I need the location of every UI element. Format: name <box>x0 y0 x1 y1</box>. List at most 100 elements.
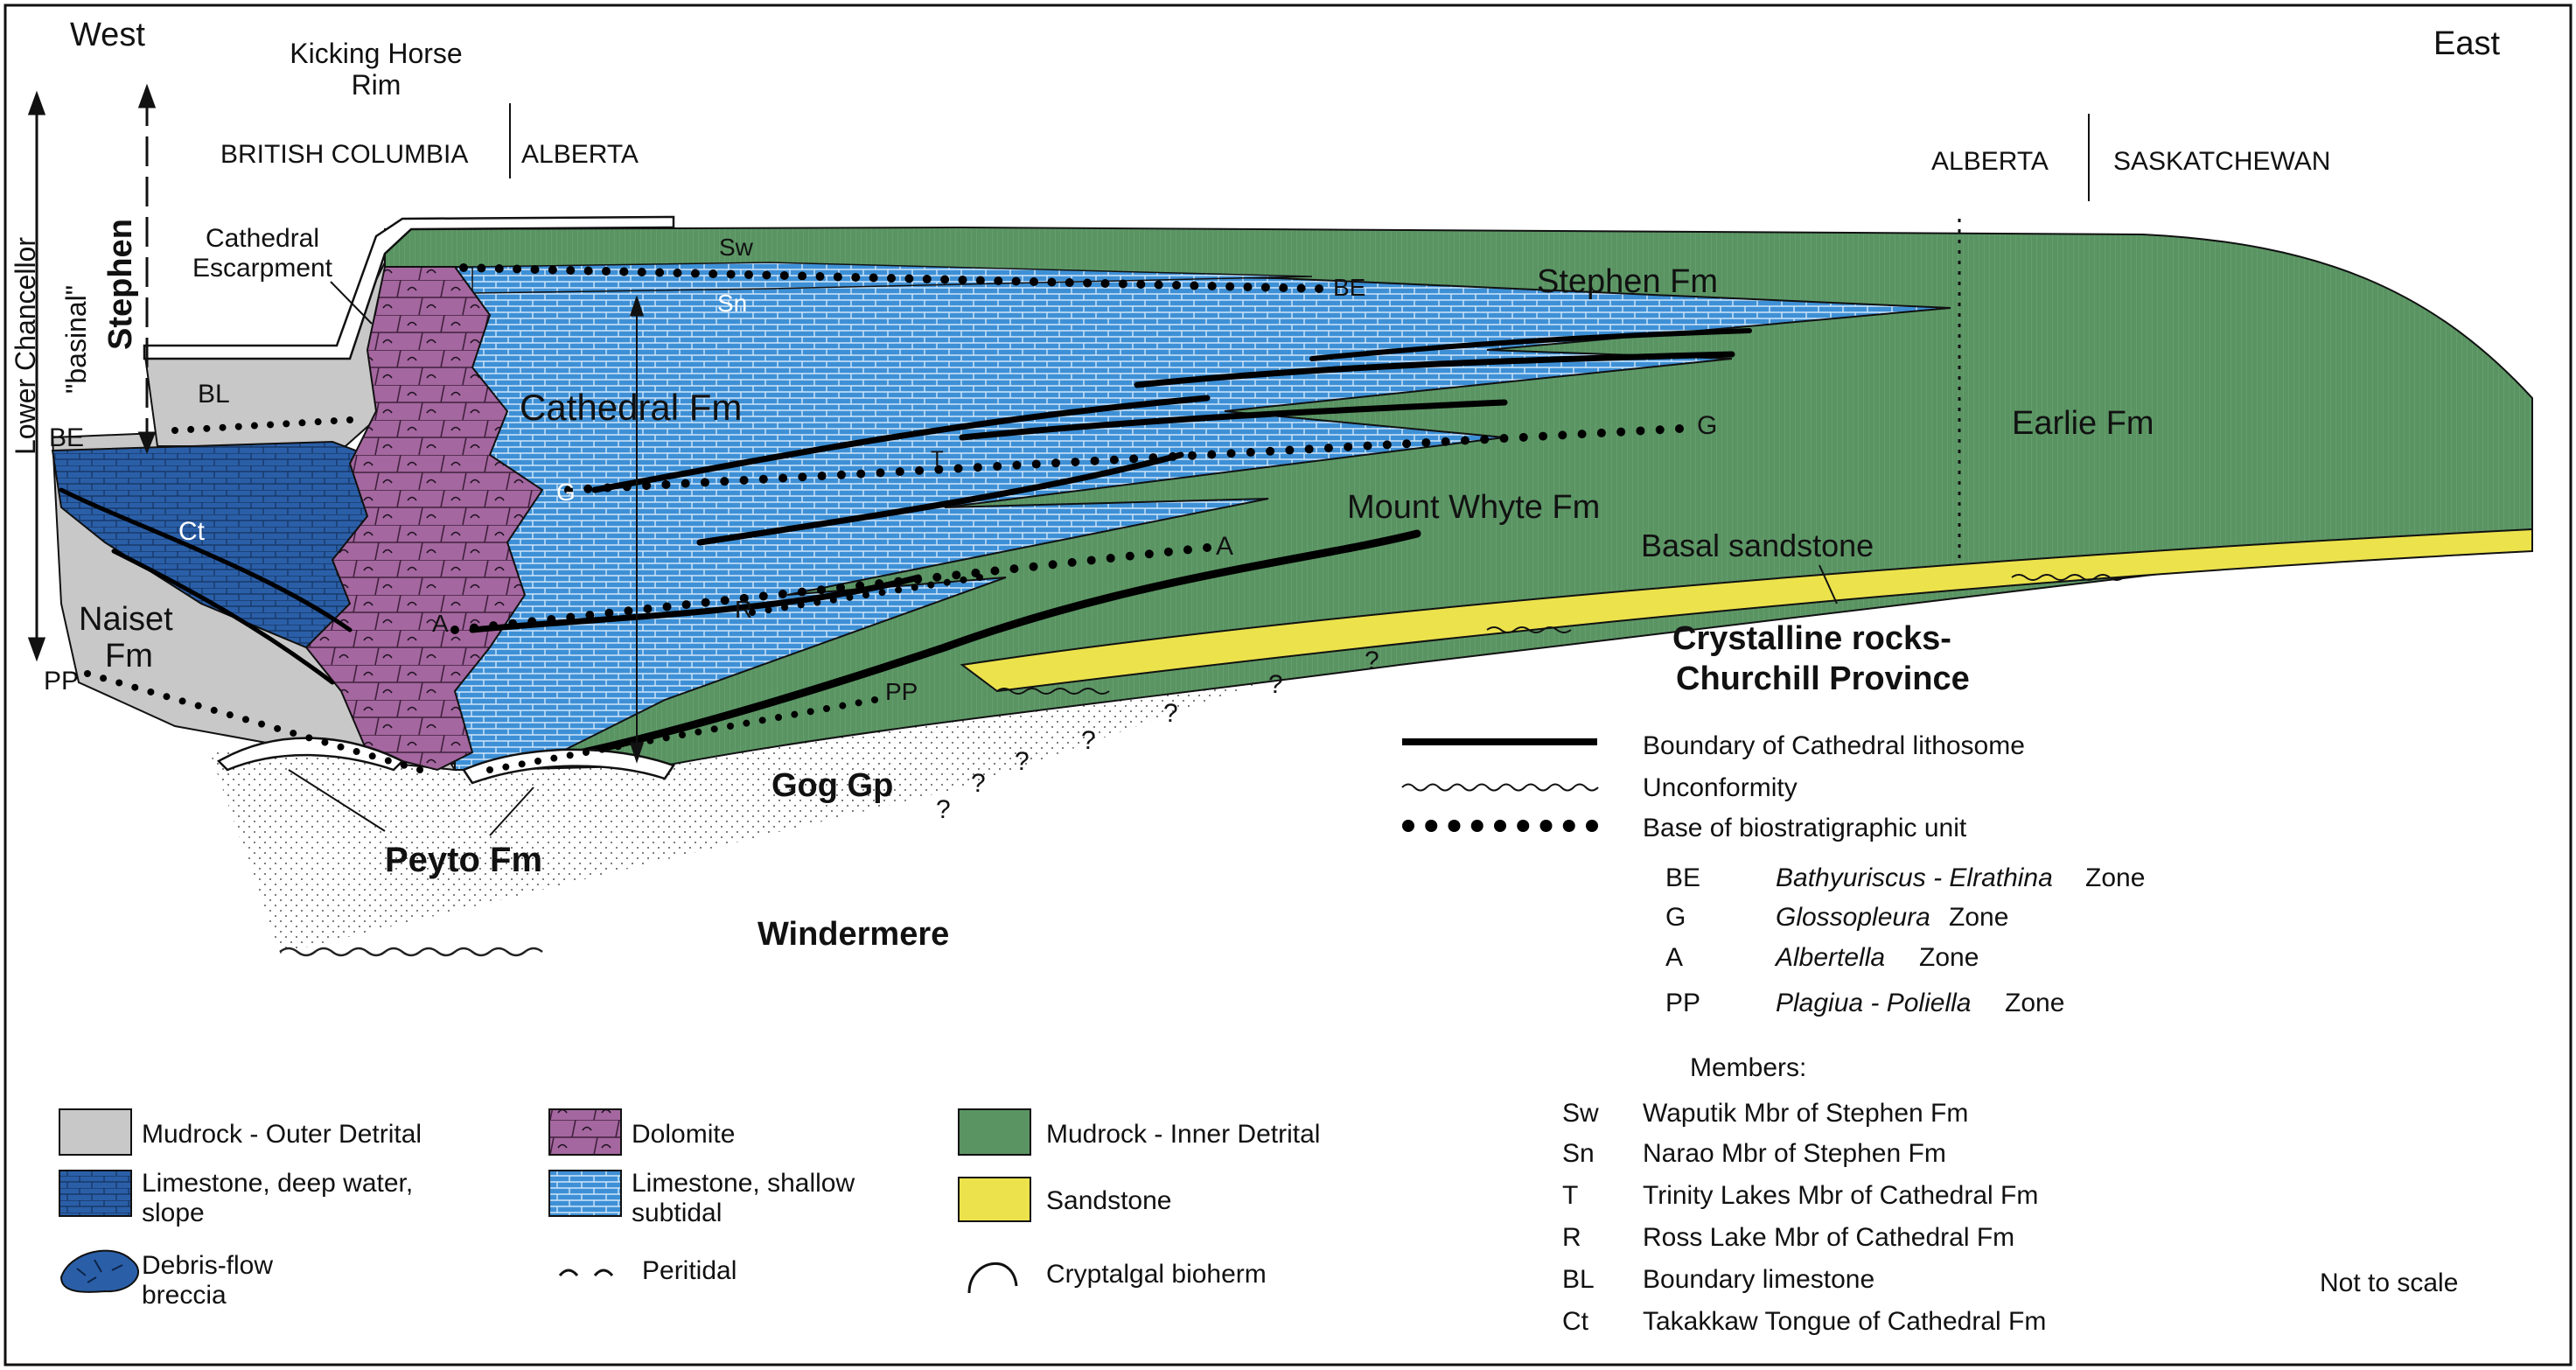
label-mount-whyte-fm: Mount Whyte Fm <box>1347 489 1600 526</box>
biostrat-dot <box>330 417 338 425</box>
biostrat-dot <box>1225 282 1235 291</box>
biostrat-dot <box>1129 454 1139 464</box>
biostrat-dot <box>758 716 766 724</box>
biostrat-dot <box>1596 428 1606 437</box>
biostrat-dot <box>778 473 788 483</box>
biostrat-dot <box>194 702 202 709</box>
biostrat-dot <box>823 705 830 712</box>
biostrat-dot <box>709 269 718 278</box>
legend-dolomite-label: Dolomite <box>632 1120 735 1149</box>
biostrat-dot <box>486 766 493 773</box>
biostrat-dot <box>806 708 814 716</box>
biostrat-dot <box>1285 445 1295 455</box>
biostrat-dot <box>871 696 878 703</box>
swatch-limestone-shallow <box>548 1170 622 1217</box>
biostrat-dot <box>681 600 691 610</box>
biostrat-dot <box>913 575 923 584</box>
biostrat-dot <box>662 734 670 742</box>
label-kicking-horse-1: Kicking Horse <box>290 38 462 69</box>
biostrat-dot <box>739 593 749 603</box>
biostrat-dot <box>836 470 846 479</box>
basal-sandstone-pointer <box>1819 564 1838 605</box>
biostrat-dot <box>384 757 392 765</box>
biostrat-dot <box>727 723 734 730</box>
biostrat-dot <box>681 479 690 488</box>
biostrat-dot <box>1655 425 1665 435</box>
biostrat-dot <box>585 611 595 620</box>
basal-unconformity <box>996 574 2125 695</box>
biostrat-dot <box>1586 820 1598 832</box>
zone-suffix: Zone <box>2005 989 2064 1017</box>
biostrat-dot <box>720 477 730 486</box>
biostrat-dot <box>1558 430 1567 440</box>
biostrat-dot <box>1100 279 1110 288</box>
biostrat-dot <box>758 474 768 484</box>
biostrat-dot <box>1421 437 1431 447</box>
biostrat-dot <box>283 420 290 428</box>
biostrat-dot <box>643 604 653 613</box>
biostrat-dot <box>990 566 1000 576</box>
biostrat-dot <box>534 758 541 765</box>
biostrat-dot <box>762 270 771 280</box>
legend-debris-label-2: breccia <box>142 1281 227 1310</box>
label-saskatchewan: SASKATCHEWAN <box>2113 147 2330 176</box>
member-name: Waputik Mbr of Stephen Fm <box>1643 1099 1968 1128</box>
member-name: Boundary limestone <box>1643 1265 1874 1294</box>
marker-a-left: A <box>432 610 449 637</box>
marker-sn: Sn <box>717 290 747 317</box>
zone-code: BE <box>1665 863 1700 892</box>
biostrat-dot <box>1260 283 1270 292</box>
marker-ct: Ct <box>178 517 206 546</box>
biostrat-dot <box>894 577 904 586</box>
biostrat-dot <box>833 272 842 282</box>
legend-base-unit-label: Base of biostratigraphic unit <box>1643 814 1967 842</box>
label-naiset-2: Fm <box>105 638 153 675</box>
biostrat-dot <box>994 276 1003 285</box>
swatch-sandstone <box>958 1177 1031 1222</box>
biostrat-dot <box>646 737 654 744</box>
label-naiset-1: Naiset <box>79 601 173 638</box>
biostrat-dot <box>1518 432 1528 442</box>
legend-boundary-label: Boundary of Cathedral lithosome <box>1643 731 2025 760</box>
label-cathedral-escarpment-2: Escarpment <box>192 254 333 283</box>
legend-limestone-deep-label-1: Limestone, deep water, <box>142 1169 413 1198</box>
label-gog-gp: Gog Gp <box>771 767 893 804</box>
label-basal-sandstone: Basal sandstone <box>1641 528 1874 563</box>
biostrat-dot <box>1460 436 1470 445</box>
legend-dotted-line <box>1402 820 1598 832</box>
biostrat-dot <box>450 626 459 634</box>
biostrat-dot <box>739 475 749 485</box>
biostrat-dot <box>147 688 155 695</box>
biostrat-dot <box>1009 564 1019 574</box>
basement-unconformity-line <box>279 947 543 957</box>
label-stephen-fm: Stephen Fm <box>1537 263 1718 300</box>
biostrat-dot <box>960 576 967 584</box>
label-peyto-fm: Peyto Fm <box>385 841 542 879</box>
biostrat-dot <box>911 584 918 591</box>
swatch-debris-flow-breccia <box>59 1249 140 1293</box>
biostrat-dot <box>1675 424 1684 433</box>
marker-bl: BL <box>198 380 230 409</box>
swatch-dolomite <box>548 1108 622 1156</box>
biostratigraphic-dotted-lines <box>84 263 1684 773</box>
member-name: Takakkaw Tongue of Cathedral Fm <box>1643 1307 2046 1336</box>
biostrat-dot <box>547 614 556 624</box>
biostrat-dot <box>642 481 652 491</box>
biostrat-dot <box>797 587 806 597</box>
biostrat-dot <box>298 419 306 427</box>
biostrat-dot <box>855 699 862 707</box>
biostrat-dot <box>1030 277 1038 286</box>
biostrat-dot <box>856 469 866 479</box>
biostrat-dot <box>895 467 904 477</box>
legend-bioherm-label: Cryptalgal bioherm <box>1046 1260 1267 1289</box>
biostrat-dot <box>1517 820 1530 832</box>
biostrat-dot <box>346 416 353 423</box>
biostrat-dot <box>943 578 951 586</box>
biostrat-dot <box>690 269 700 278</box>
biostrat-dot <box>494 264 504 273</box>
biostrat-dot <box>508 619 518 628</box>
biostrat-dot <box>1067 557 1077 567</box>
biostrat-dot <box>1154 280 1163 290</box>
biostrat-dot <box>1012 460 1022 470</box>
biostrat-dot <box>416 766 423 773</box>
